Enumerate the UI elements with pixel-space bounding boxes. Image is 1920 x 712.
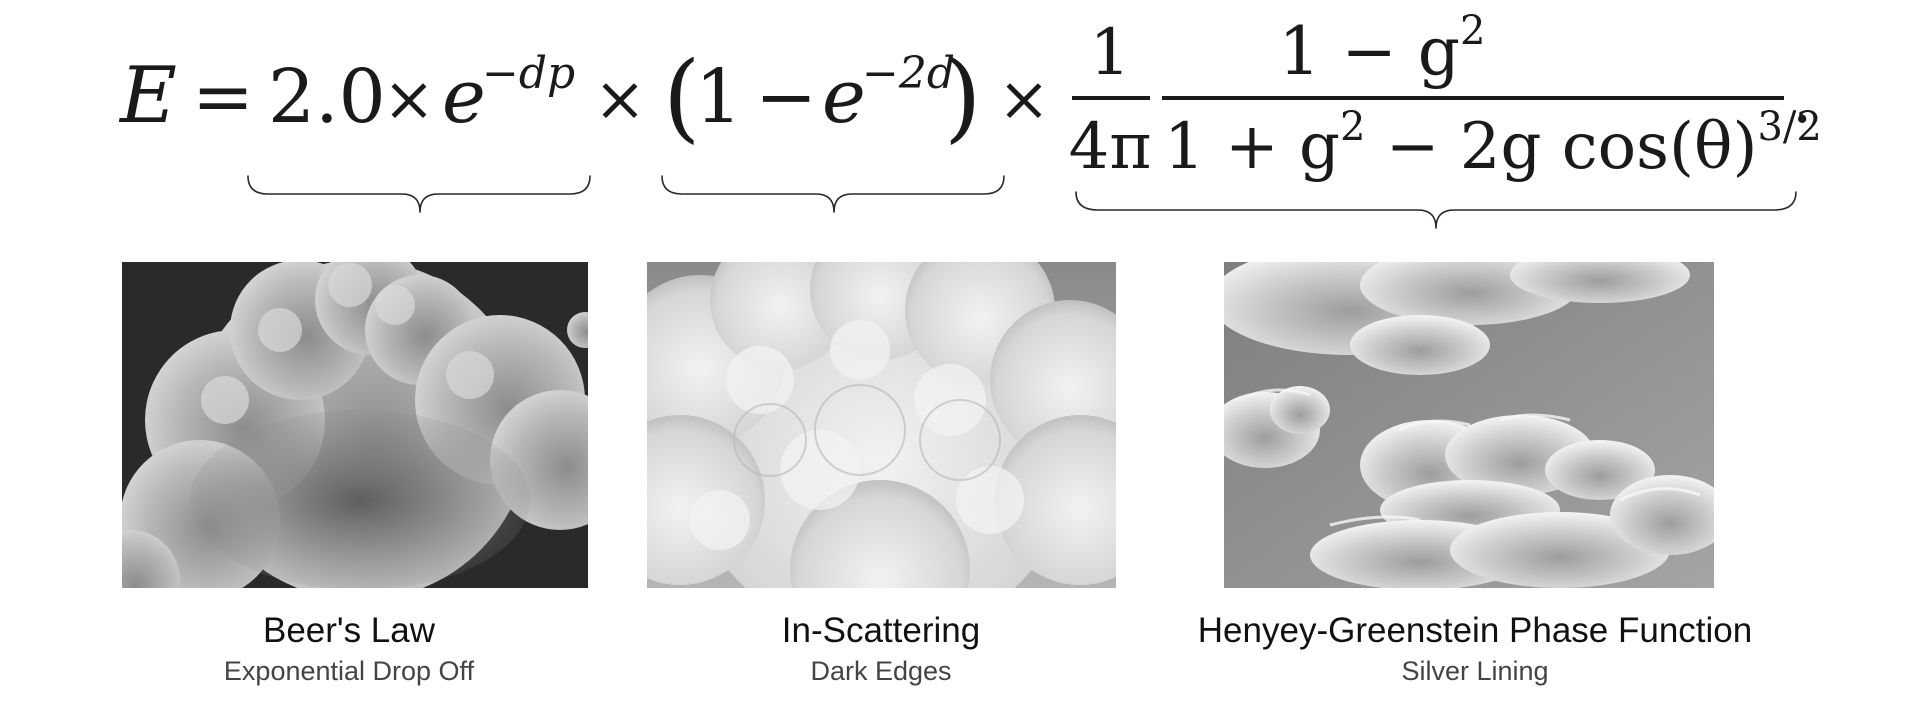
cloud-image-beers-law xyxy=(122,262,588,588)
frac2-den-sup: 2 xyxy=(1340,104,1365,150)
frac2-den-exp: 3/2 xyxy=(1757,104,1821,150)
underbraces xyxy=(247,175,1797,229)
exp-base-1: e xyxy=(442,54,486,140)
caption-subtitle-in-scattering: Dark Edges xyxy=(810,656,951,686)
open-paren: ( xyxy=(663,41,700,153)
exp-base-2: e xyxy=(822,54,866,140)
caption-title-henyey-greenstein: Henyey-Greenstein Phase Function xyxy=(1198,611,1752,650)
captions: Beer's Law Exponential Drop Off In-Scatt… xyxy=(224,611,1752,686)
panel-henyey-greenstein xyxy=(1224,262,1714,588)
times-sign-1: × xyxy=(383,62,435,135)
frac2-numerator-sup: 2 xyxy=(1460,8,1485,54)
caption-title-in-scattering: In-Scattering xyxy=(782,611,980,650)
one-term: 1 xyxy=(695,54,742,140)
exponent-dp: −dp xyxy=(482,48,575,99)
frac2-denominator: 1 + g2 − 2g cos(θ)3/2 xyxy=(1164,104,1822,184)
brace-phase-function xyxy=(1075,191,1797,229)
times-sign-2: × xyxy=(594,62,646,135)
coefficient: 2.0 xyxy=(268,54,386,140)
cloud-image-silver-lining xyxy=(1224,262,1714,588)
frac1-denominator: 4π xyxy=(1069,110,1152,184)
panel-beers-law xyxy=(122,262,588,588)
frac2-numerator: 1 − g2 xyxy=(1279,8,1486,90)
brace-beers-law xyxy=(247,175,591,213)
cloud-image-in-scattering xyxy=(647,262,1116,588)
frac2-den-a: 1 + g xyxy=(1164,110,1340,184)
equation-period: . xyxy=(1792,64,1812,138)
caption-subtitle-silver-lining: Silver Lining xyxy=(1401,656,1548,686)
frac2-den-b: − 2g cos(θ) xyxy=(1365,110,1757,184)
equation: E = 2.0 × e −dp × ( 1 − e −2d ) × 1 4π 1… xyxy=(118,8,1822,184)
exponent-2d: −2d xyxy=(862,48,955,99)
caption-subtitle-beers-law: Exponential Drop Off xyxy=(224,656,475,686)
close-paren: ) xyxy=(944,41,981,153)
equals-sign: = xyxy=(192,54,254,140)
times-sign-3: × xyxy=(998,62,1050,135)
panel-in-scattering xyxy=(647,262,1116,588)
frac2-numerator-text: 1 − g xyxy=(1279,13,1461,90)
caption-title-beers-law: Beer's Law xyxy=(263,611,436,650)
minus-sign: − xyxy=(755,54,817,140)
frac1-numerator: 1 xyxy=(1090,16,1131,90)
equation-lhs: E xyxy=(118,51,177,141)
brace-in-scattering xyxy=(661,175,1005,213)
